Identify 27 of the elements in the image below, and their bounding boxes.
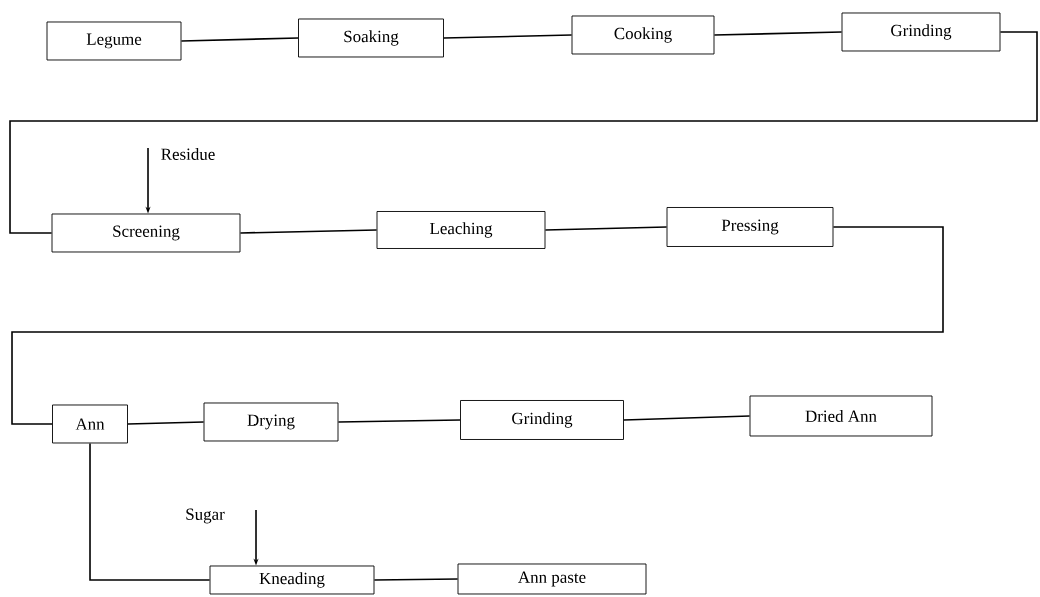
- process-box: Ann paste: [457, 563, 647, 595]
- connector-line: [623, 415, 751, 421]
- process-box: Legume: [46, 21, 182, 61]
- process-box: Kneading: [209, 565, 375, 595]
- process-box: Grinding: [460, 400, 624, 440]
- process-box: Grinding: [841, 12, 1001, 52]
- connector-line: [239, 229, 378, 234]
- connector-line: [127, 421, 205, 425]
- process-box: Leaching: [376, 211, 546, 249]
- input-label: Residue: [161, 148, 215, 160]
- process-box: Dried Ann: [749, 395, 933, 437]
- process-box: Screening: [51, 213, 241, 253]
- process-box: Cooking: [571, 15, 715, 55]
- connector-line: [11, 226, 944, 425]
- connector-line: [713, 31, 843, 36]
- connector-line: [544, 226, 668, 231]
- connector-line: [89, 442, 211, 581]
- process-box: Pressing: [666, 207, 834, 247]
- connector-line: [180, 37, 299, 42]
- process-box: Ann: [52, 404, 128, 444]
- connector-line: [9, 31, 1038, 234]
- process-box: Drying: [203, 402, 339, 442]
- process-box: Soaking: [298, 18, 444, 58]
- connector-line: [337, 419, 461, 423]
- input-label: Sugar: [186, 508, 225, 524]
- connector-line: [373, 578, 459, 581]
- connector-line: [443, 34, 573, 39]
